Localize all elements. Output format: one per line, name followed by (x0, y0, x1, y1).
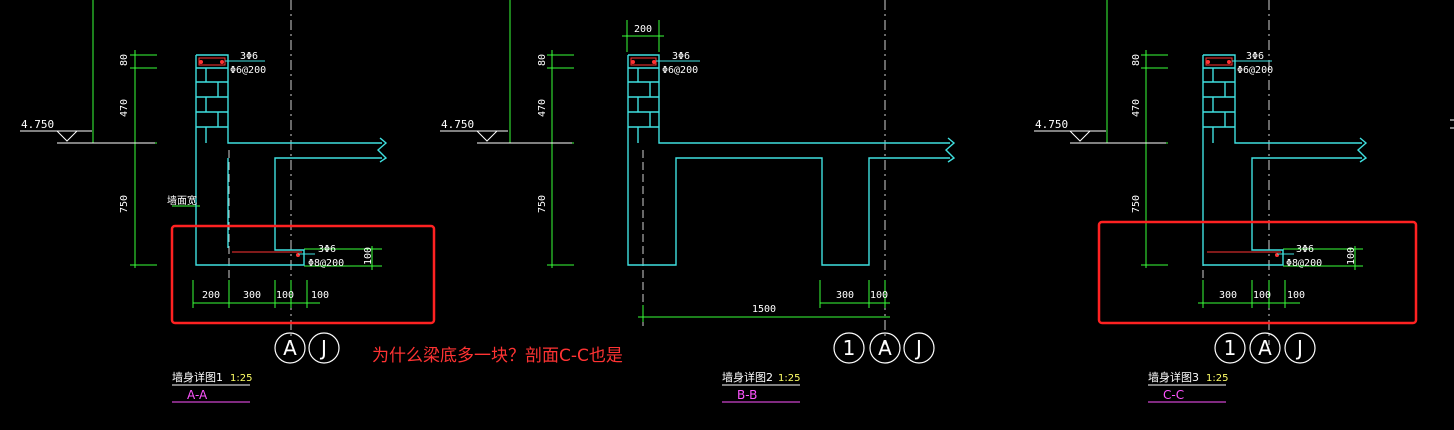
detail-scale: 1:25 (230, 373, 252, 384)
rebar (630, 57, 657, 66)
dim-bottom: 100 (1253, 290, 1271, 301)
dim-bottom: 300 (243, 290, 261, 301)
rebar-top-main: 3Φ6 (672, 51, 690, 62)
rebar-bottom-main: 3Φ6 (318, 244, 336, 255)
dim-80: 80 (537, 54, 548, 66)
section-label: B-B (737, 388, 757, 402)
rebar-bottom-main: 3Φ6 (1296, 244, 1314, 255)
dim-80: 80 (119, 54, 130, 66)
axis-bubble: A (283, 336, 297, 360)
dimension-lines (509, 0, 890, 322)
dim-bottom: 100 (311, 290, 329, 301)
axis-bubble: 1 (843, 336, 856, 360)
elevation-marker (440, 130, 572, 144)
rebar-top-main: 3Φ6 (240, 51, 258, 62)
detail-title: 墙身详图1 (172, 370, 223, 384)
elevation-label: 4.750 (441, 118, 474, 131)
highlight-box (170, 224, 436, 325)
dim-bottom: 300 (836, 290, 854, 301)
rebar (1205, 57, 1281, 257)
dim-bottom: 300 (1219, 290, 1237, 301)
rebar-top-main: 3Φ6 (1246, 51, 1264, 62)
dim-bottom: 100 (870, 290, 888, 301)
detail-3: 4.750 80 470 750 3Φ6 (1034, 0, 1418, 403)
dimension-lines (92, 0, 382, 308)
section-outline (195, 54, 388, 266)
axis-bubble: A (1258, 336, 1272, 360)
section-label: A-A (187, 388, 208, 402)
elevation-marker (20, 130, 155, 144)
elevation-marker (1034, 130, 1166, 144)
dim-80: 80 (1131, 54, 1142, 66)
detail-title: 墙身详图2 (722, 370, 773, 384)
elevation-label: 4.750 (21, 118, 54, 131)
axis-bubble: J (1295, 336, 1303, 360)
elevation-label: 4.750 (1035, 118, 1068, 131)
detail-2: 4.750 200 80 470 750 3Φ6 Φ6@200 300 10 (440, 0, 956, 403)
dim-100-vertical: 100 (1346, 247, 1357, 265)
axis-bubble: 1 (1224, 336, 1237, 360)
rebar-bottom-stirrup: Φ8@200 (308, 258, 344, 269)
dim-470: 470 (119, 99, 130, 117)
dim-750: 750 (119, 195, 130, 213)
axis-bubble: A (878, 336, 892, 360)
dim-bottom: 200 (202, 290, 220, 301)
rebar-bottom-stirrup: Φ8@200 (1286, 258, 1322, 269)
detail-1: 4.750 80 470 750 (20, 0, 436, 403)
annotation-text: 为什么梁底多一块？剖面C-C也是 (372, 346, 623, 366)
detail-scale: 1:25 (778, 373, 800, 384)
axis-bubble: J (319, 336, 327, 360)
dim-750: 750 (537, 195, 548, 213)
detail-title: 墙身详图3 (1148, 370, 1199, 384)
edge-fragment (1450, 119, 1454, 129)
section-outline (627, 54, 956, 266)
detail-scale: 1:25 (1206, 373, 1228, 384)
dim-100-vertical: 100 (363, 247, 374, 265)
overall-dim: 1500 (752, 304, 776, 315)
axis-bubble: J (914, 336, 922, 360)
dim-bottom: 100 (1287, 290, 1305, 301)
top-dim: 200 (634, 24, 652, 35)
side-label: 墙面宽 (167, 194, 197, 207)
rebar-top-stirrup: Φ6@200 (230, 65, 266, 76)
dim-750: 750 (1131, 195, 1142, 213)
dimension-lines (1106, 0, 1363, 308)
dim-470: 470 (537, 99, 548, 117)
rebar-top-stirrup: Φ6@200 (1237, 65, 1273, 76)
section-outline (1202, 54, 1368, 266)
highlight-box (1097, 220, 1418, 325)
dim-bottom: 100 (276, 290, 294, 301)
dim-470: 470 (1131, 99, 1142, 117)
rebar-top-stirrup: Φ6@200 (662, 65, 698, 76)
section-label: C-C (1163, 388, 1184, 402)
